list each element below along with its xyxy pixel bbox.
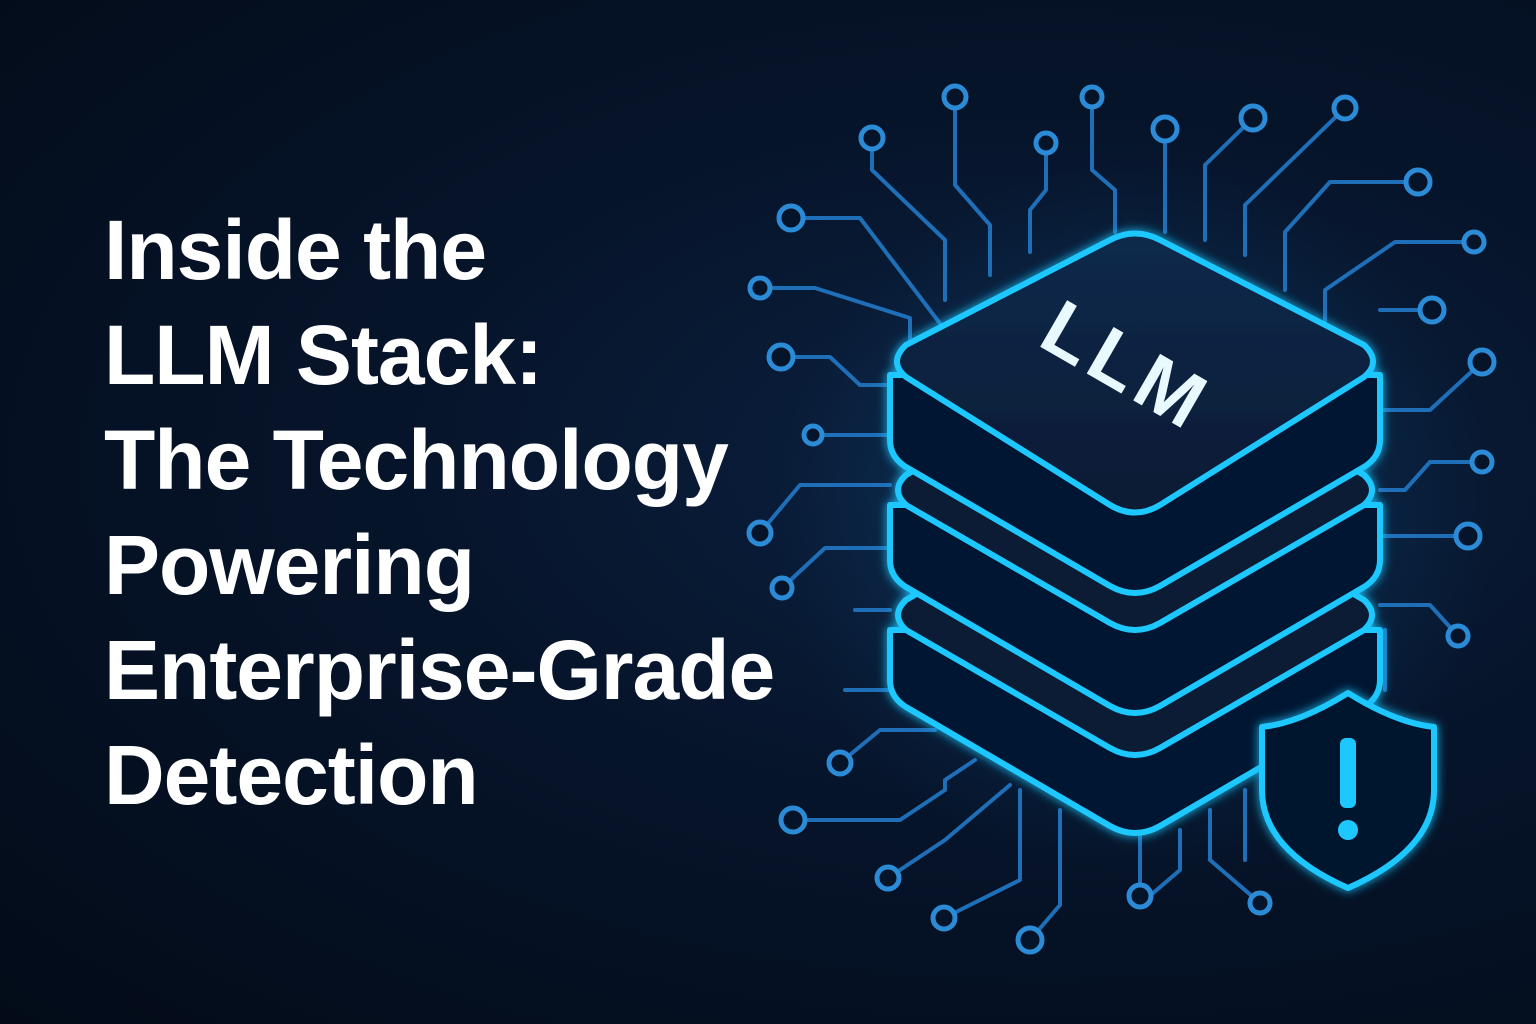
headline-line-4: Powering bbox=[104, 518, 475, 612]
headline-line-3: The Technology bbox=[104, 413, 729, 507]
headline-line-6: Detection bbox=[104, 728, 479, 822]
stack-layer-top bbox=[887, 230, 1383, 596]
circuit-nodes bbox=[746, 83, 1497, 955]
headline-line-5: Enterprise-Grade bbox=[104, 623, 775, 717]
headline: Inside the LLM Stack: The Technology Pow… bbox=[104, 198, 775, 828]
circuit-traces-icon bbox=[758, 95, 1484, 942]
headline-line-1: Inside the bbox=[104, 203, 487, 297]
headline-line-2: LLM Stack: bbox=[104, 308, 543, 402]
llm-stack-icon bbox=[887, 230, 1383, 836]
llm-stack-illustration: LLM bbox=[746, 83, 1497, 955]
shield-alert-icon bbox=[1259, 690, 1437, 891]
